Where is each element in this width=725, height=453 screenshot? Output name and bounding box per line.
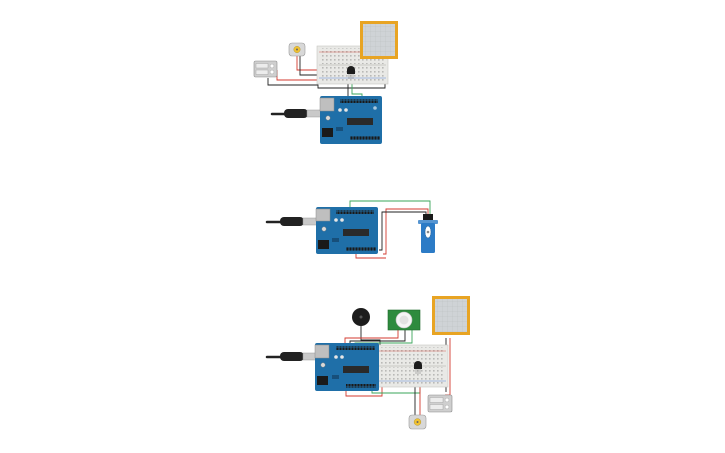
battery-pack[interactable] (427, 394, 453, 413)
pir-sensor[interactable] (387, 309, 421, 331)
wire-green[interactable] (349, 200, 431, 215)
lcd-display[interactable] (360, 21, 398, 59)
wire-red[interactable] (383, 208, 429, 255)
usb-cable[interactable] (265, 217, 318, 226)
wire-green[interactable] (354, 330, 413, 345)
piezo-buzzer[interactable] (352, 308, 370, 326)
temperature-sensor[interactable] (347, 66, 355, 79)
wire-black[interactable] (360, 325, 381, 348)
temperature-sensor[interactable] (414, 361, 422, 374)
arduino-uno[interactable] (315, 207, 378, 254)
circuit-3 (265, 296, 470, 430)
breadboard[interactable] (375, 344, 449, 388)
circuit-2 (265, 200, 438, 259)
wire-red[interactable] (296, 56, 318, 71)
arduino-uno[interactable] (314, 343, 379, 391)
usb-cable[interactable] (270, 109, 322, 118)
circuit-1 (253, 21, 398, 144)
usb-cable[interactable] (265, 352, 318, 361)
dc-motor[interactable] (288, 42, 306, 57)
wire-red[interactable] (344, 330, 399, 345)
wire-black[interactable] (299, 56, 318, 76)
dc-motor[interactable] (408, 414, 427, 430)
servo-motor[interactable] (418, 214, 438, 253)
lcd-display[interactable] (432, 296, 470, 335)
arduino-uno[interactable] (319, 96, 382, 144)
wire-red[interactable] (355, 253, 386, 259)
battery-pack[interactable] (253, 60, 278, 78)
